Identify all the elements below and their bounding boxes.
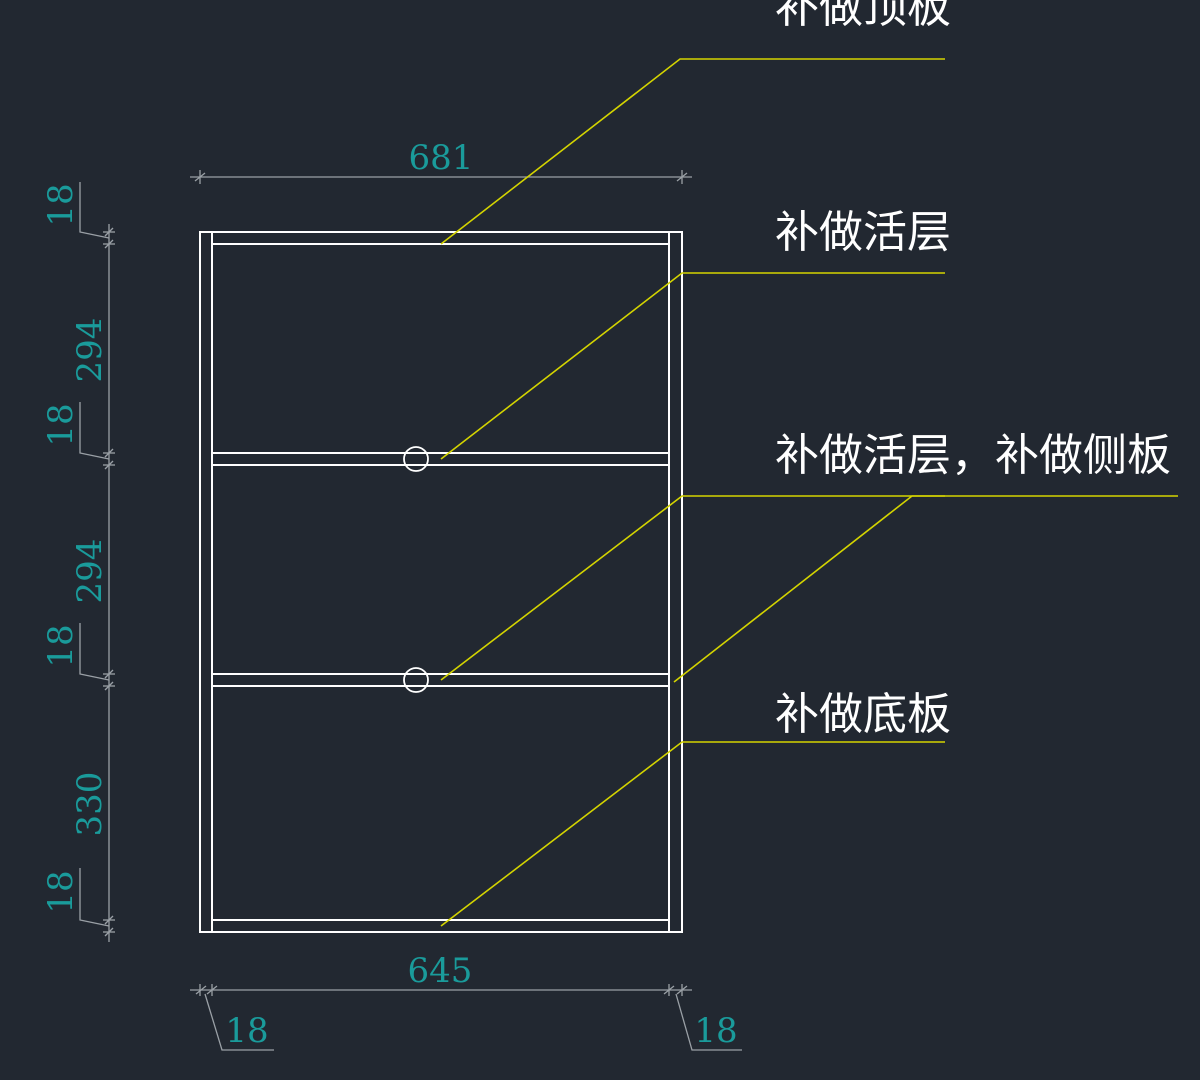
- leader-top-panel: [440, 58, 945, 245]
- vertical-ticks: [103, 227, 115, 937]
- outer-frame: [199, 231, 683, 933]
- label-shelf-lower-and-side-text: 补做活层，补做侧板: [775, 430, 1171, 481]
- shelf-lower: [212, 673, 669, 687]
- vertical-dimension-chain: 18 294 18 294 18 330 18: [41, 182, 115, 942]
- right-side-thickness-value: 18: [694, 1011, 737, 1051]
- top-panel-thickness-value: 18: [41, 183, 81, 226]
- label-top-panel: 补做顶板: [440, 0, 951, 245]
- leader-side-panel: [673, 495, 1178, 683]
- leader-shelf-lower: [440, 495, 945, 681]
- cabinet-frame: [199, 231, 683, 933]
- shelf-1-thickness-value: 18: [41, 403, 81, 446]
- label-shelf-upper: 补做活层: [440, 207, 951, 460]
- shelf-upper: [212, 452, 669, 466]
- shelf-upper-hole-marker: [403, 446, 429, 472]
- bottom-panel-thickness-value: 18: [41, 870, 81, 913]
- label-top-panel-text: 补做顶板: [775, 0, 951, 33]
- space-1-height-value: 294: [70, 318, 110, 383]
- left-side-thickness-value: 18: [225, 1011, 268, 1051]
- bottom-width-dimension: 645 18 18: [190, 951, 742, 1051]
- leader-bottom-panel: [440, 741, 945, 927]
- leader-shelf-upper: [440, 272, 945, 460]
- label-bottom-panel: 补做底板: [440, 689, 951, 927]
- bottom-width-value: 645: [408, 951, 473, 991]
- shelf-2-thickness-value: 18: [41, 624, 81, 667]
- space-3-height-value: 330: [70, 772, 110, 837]
- label-shelf-upper-text: 补做活层: [775, 207, 951, 258]
- top-width-value: 681: [409, 138, 474, 178]
- label-shelf-lower-and-side: 补做活层，补做侧板: [440, 430, 1178, 683]
- top-width-dimension: 681: [190, 138, 692, 184]
- shelf-lower-hole-marker: [403, 667, 429, 693]
- space-2-height-value: 294: [70, 539, 110, 604]
- label-bottom-panel-text: 补做底板: [775, 689, 951, 740]
